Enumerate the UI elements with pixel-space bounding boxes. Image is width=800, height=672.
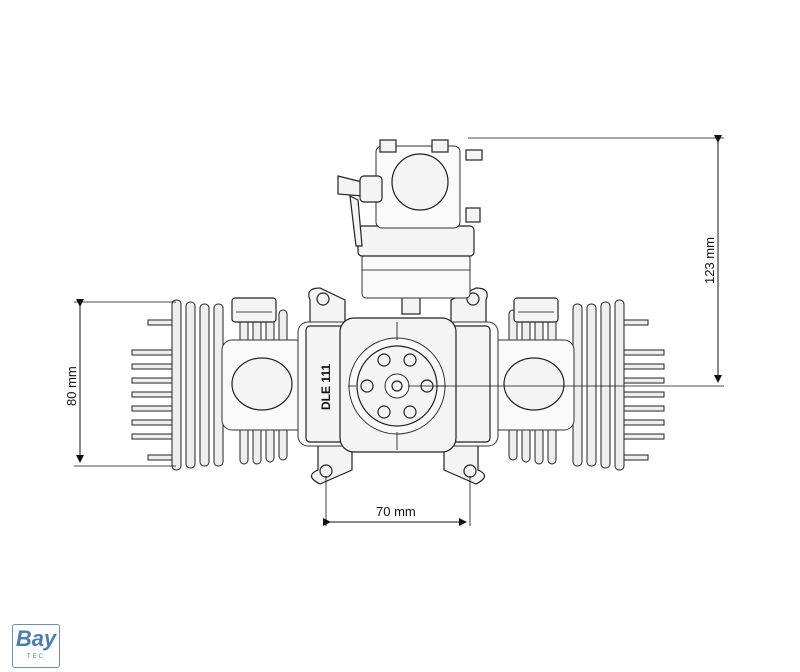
dimension-cylinder: 80 mm: [64, 299, 176, 467]
logo-wordmark: Bay: [15, 626, 57, 651]
mount-dimension-label: 70 mm: [376, 504, 416, 519]
logo-subtext: TEC: [27, 654, 45, 660]
dimension-height: 123 mm: [408, 135, 724, 387]
left-cylinder: [131, 297, 307, 471]
cylinder-dimension-label: 80 mm: [64, 366, 79, 406]
bay-tec-logo: Bay TEC: [12, 624, 60, 668]
right-spark-fins: [623, 319, 665, 461]
right-cylinder: [489, 297, 665, 471]
crankcase: [297, 287, 499, 485]
left-spark-fins: [131, 319, 173, 461]
height-dimension-label: 123 mm: [702, 237, 717, 284]
engine-model-label: DLE 111: [319, 364, 333, 410]
dimension-mount: 70 mm: [323, 476, 471, 526]
carburetor: [337, 139, 483, 315]
